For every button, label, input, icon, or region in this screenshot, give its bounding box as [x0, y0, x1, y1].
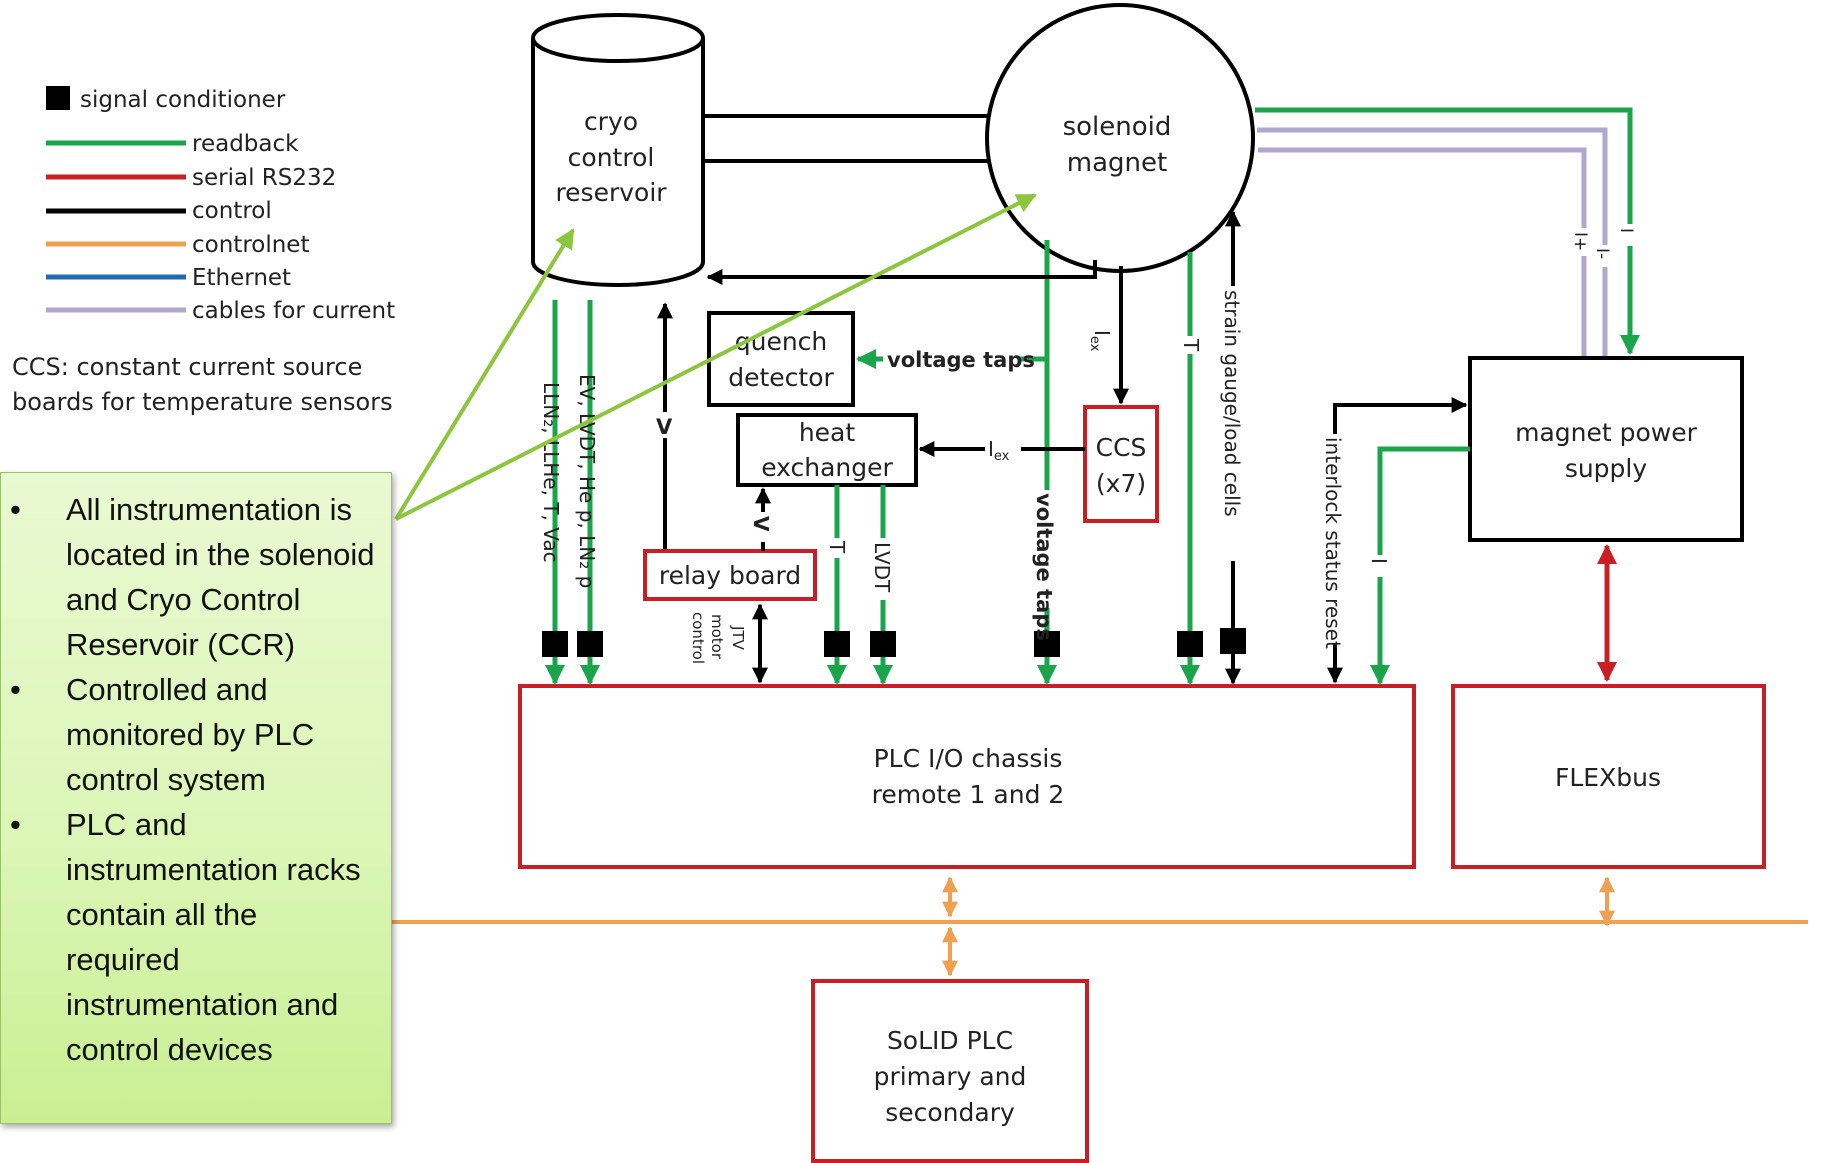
legend-label-serial: serial RS232 — [192, 165, 336, 191]
relay-board-label: relay board — [659, 561, 801, 590]
plc-io-chassis: PLC I/O chassis remote 1 and 2 — [518, 684, 1416, 869]
ccs-label-1: CCS — [1096, 433, 1147, 462]
t-solenoid-label: T — [1179, 338, 1203, 352]
mps-label-1: magnet power — [1515, 418, 1698, 447]
lln-signals-label: LLN₂, LLHe, T, Vac — [539, 382, 563, 563]
current-cables — [1257, 127, 1608, 356]
iex-top-label: Iex — [1087, 330, 1114, 352]
legend-label-signal-conditioner: signal conditioner — [80, 87, 286, 113]
legend-label-ethernet: Ethernet — [192, 265, 291, 291]
callout-bullet: PLC and instrumentation racks contain al… — [10, 802, 375, 1072]
ccr-label-3: reservoir — [555, 178, 667, 207]
motor-label: motor — [708, 614, 726, 660]
signal-conditioners — [542, 628, 1246, 657]
mps-label-2: supply — [1565, 454, 1648, 483]
legend-label-current: cables for current — [192, 298, 395, 324]
strain-gauge-label: strain gauge/load cells — [1220, 290, 1244, 517]
signal-conditioner-swatch — [46, 86, 70, 110]
solenoid-magnet: solenoid magnet — [985, 3, 1255, 273]
ccr-label-1: cryo — [584, 107, 638, 136]
v-main-label: V — [656, 415, 673, 439]
solenoid-label-1: solenoid — [1063, 112, 1172, 142]
callout-bullets: All instrumentation is located in the so… — [1, 473, 391, 1072]
i-plus-label: I+ — [1570, 232, 1590, 251]
ccr-label-2: control — [568, 143, 655, 172]
lvdt-label: LVDT — [870, 542, 894, 593]
solid-plc-label-2: primary and — [874, 1062, 1027, 1091]
quench-label-2: detector — [728, 363, 834, 392]
label-backgrounds — [652, 224, 1641, 644]
transfer-line — [703, 114, 990, 163]
legend-label-readback: readback — [192, 131, 299, 157]
plc-io-label-1: PLC I/O chassis — [874, 744, 1063, 773]
callout-pointers — [394, 193, 1037, 521]
magnet-power-supply: magnet power supply — [1468, 356, 1744, 542]
solid-plc-label-3: secondary — [885, 1098, 1015, 1127]
controlnet-bus — [392, 876, 1808, 977]
solid-plc-label-1: SoLID PLC — [887, 1026, 1013, 1055]
jtv-label: JTV — [729, 625, 747, 651]
flexbus: FLEXbus — [1451, 684, 1766, 869]
flexbus-label: FLEXbus — [1555, 763, 1661, 792]
i-read-label: I — [1616, 228, 1636, 233]
heat-exchanger-label-1: heat — [799, 418, 856, 447]
ccs-note-line2: boards for temperature sensors — [12, 388, 393, 416]
legend: signal conditioner readback serial RS232… — [12, 86, 395, 416]
voltage-taps-label: voltage taps — [887, 348, 1035, 372]
callout-bullet: All instrumentation is located in the so… — [10, 487, 375, 667]
control-label: control — [689, 612, 707, 664]
legend-label-controlnet: controlnet — [192, 232, 309, 258]
cryo-control-reservoir: cryo control reservoir — [531, 13, 705, 287]
signal-labels: voltage taps voltage taps Iex Iex LLN₂, … — [539, 228, 1636, 664]
ev-signals-label: EV, LVDT, He p, LN₂ p — [575, 374, 599, 588]
ccs-note-line1: CCS: constant current source — [12, 353, 362, 381]
ccs-box: CCS (x7) — [1083, 405, 1159, 523]
relay-board: relay board — [643, 549, 817, 601]
heat-exchanger-label-2: exchanger — [761, 453, 893, 482]
voltage-taps-vertical-label: voltage taps — [1032, 493, 1056, 641]
ccs-label-2: (x7) — [1096, 469, 1146, 498]
legend-label-control: control — [192, 198, 272, 224]
v-relay-label: V — [749, 516, 773, 532]
quench-detector: quench detector — [707, 311, 855, 407]
summary-callout: All instrumentation is located in the so… — [0, 472, 392, 1124]
i-mps-label: I — [1367, 558, 1391, 564]
t-heat-label: T — [825, 540, 849, 554]
iex-ccs-label: Iex — [988, 437, 1010, 464]
plc-io-label-2: remote 1 and 2 — [872, 780, 1065, 809]
i-minus-label: I- — [1592, 248, 1612, 259]
solenoid-label-2: magnet — [1067, 148, 1167, 178]
heat-exchanger: heat exchanger — [736, 413, 918, 487]
callout-bullet: Controlled and monitored by PLC control … — [10, 667, 375, 802]
interlock-label: interlock status reset — [1321, 437, 1345, 649]
solid-plc: SoLID PLC primary and secondary — [811, 979, 1089, 1163]
